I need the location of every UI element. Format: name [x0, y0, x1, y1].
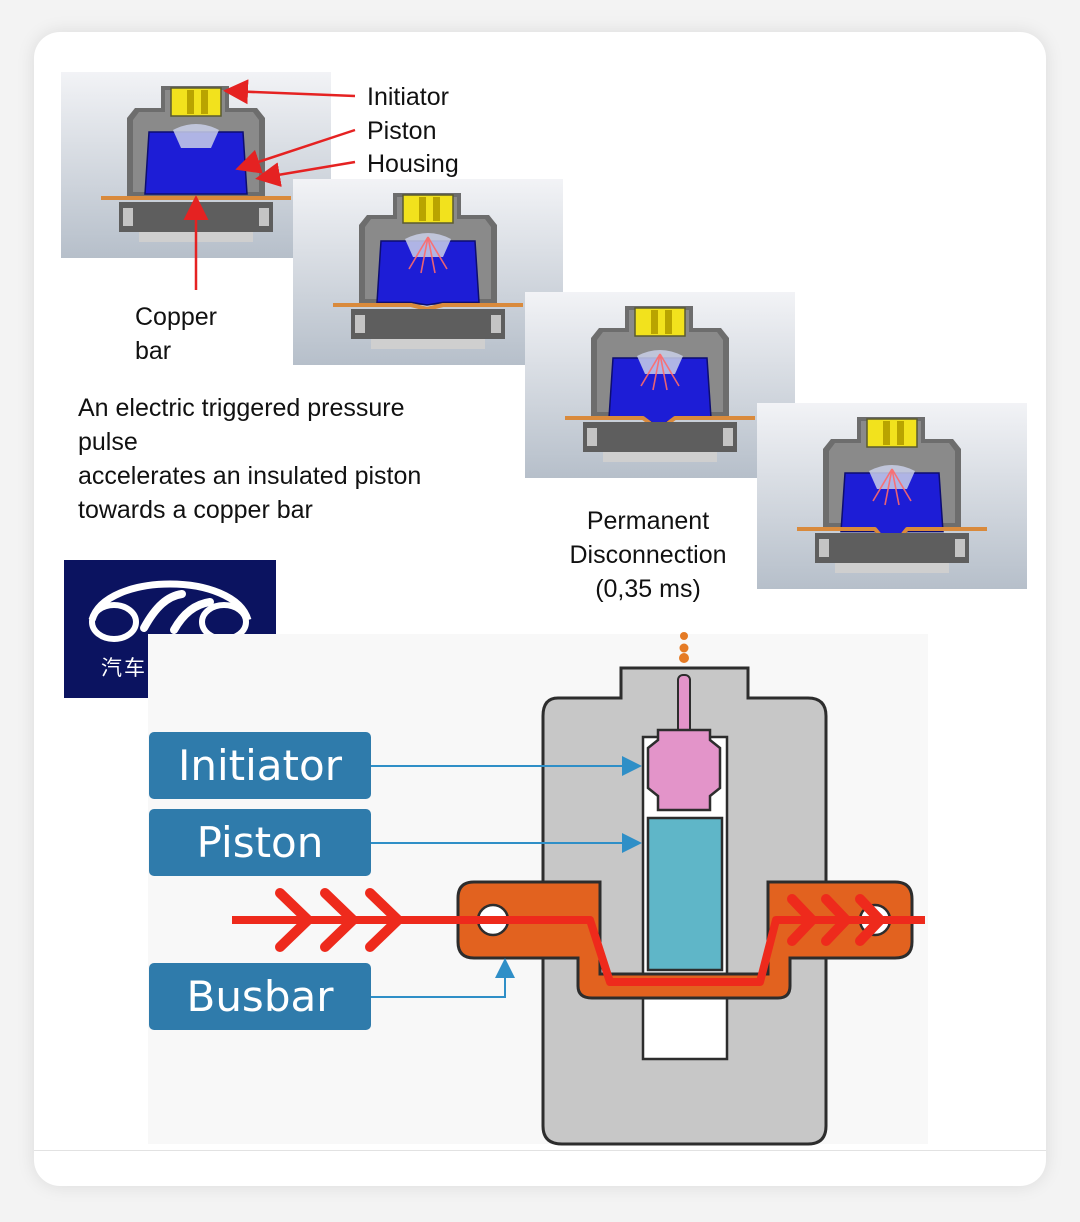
- label-housing: Housing: [367, 150, 459, 178]
- sequence-frame-2: [293, 179, 563, 365]
- leader-busbar: [371, 958, 515, 998]
- label-initiator: Initiator: [367, 83, 449, 111]
- result-caption: Permanent Disconnection (0,35 ms): [569, 507, 727, 603]
- diagram-label-busbar: Busbar: [149, 963, 371, 1030]
- description-text: An electric triggered pressure pulse acc…: [78, 394, 422, 524]
- label-copper-bar: Copper bar: [135, 303, 217, 365]
- diagram-label-initiator: Initiator: [149, 732, 371, 799]
- disconnect-schematic: [148, 632, 928, 1146]
- sequence-frame-4: [757, 403, 1027, 589]
- label-piston: Piston: [367, 117, 437, 145]
- sequence-frame-3: [525, 292, 795, 478]
- initiator-body: [646, 728, 722, 812]
- current-path: [232, 916, 925, 986]
- photo-pointer-arrows: [183, 79, 356, 290]
- initiator-pin: [677, 674, 691, 738]
- piston: [646, 816, 724, 972]
- diagram-label-piston: Piston: [149, 809, 371, 876]
- card-divider: [34, 1150, 1046, 1151]
- current-direction-arrows: [275, 888, 885, 952]
